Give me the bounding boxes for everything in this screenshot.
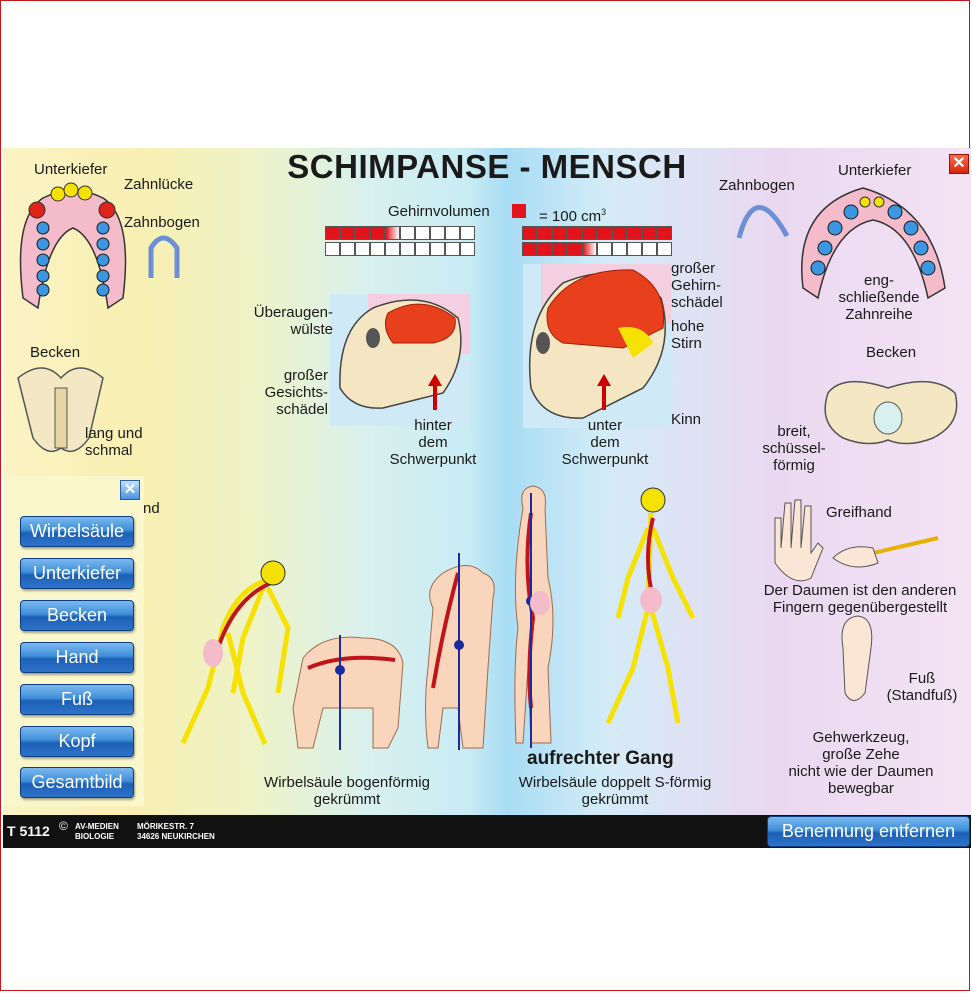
- menu-button-hand[interactable]: Hand: [20, 642, 134, 673]
- brain-volume-cell: [340, 226, 355, 240]
- human-pelvis-illustration: [824, 380, 958, 445]
- chimp-hand-fragment: nd: [143, 500, 160, 517]
- brain-volume-cell: [537, 226, 552, 240]
- menu-button-kopf[interactable]: Kopf: [20, 726, 134, 757]
- brain-volume-cell: [460, 226, 475, 240]
- brain-volume-cell: [537, 242, 552, 256]
- brain-volume-cell: [325, 242, 340, 256]
- brain-volume-cell: [642, 242, 657, 256]
- human-jaw-illustration: [801, 187, 946, 300]
- menu-button-gesamtbild[interactable]: Gesamtbild: [20, 767, 134, 798]
- brain-volume-cell: [552, 226, 567, 240]
- human-chin-label: Kinn: [671, 411, 702, 428]
- brain-volume-cell: [430, 242, 445, 256]
- brain-volume-cell: [400, 226, 415, 240]
- human-skull-illustration: [523, 264, 671, 428]
- remove-labels-button[interactable]: Benennung entfernen: [767, 816, 970, 847]
- brain-volume-cell: [355, 242, 370, 256]
- brain-volume-cell: [415, 242, 430, 256]
- chimp-pelvis-title: Becken: [30, 344, 81, 361]
- brain-volume-cell: [657, 242, 672, 256]
- brain-volume-cell: [430, 226, 445, 240]
- chimp-jaw-title: Unterkiefer: [34, 161, 108, 178]
- human-jaw-title: Unterkiefer: [838, 162, 912, 179]
- chimp-jaw-gap: Zahnlücke: [124, 176, 194, 193]
- human-arch-symbol: [736, 205, 790, 239]
- menu-button-becken[interactable]: Becken: [20, 600, 134, 631]
- close-x-icon[interactable]: ✕: [120, 480, 140, 500]
- brain-volume-cell: [415, 226, 430, 240]
- illustrations: [17, 182, 958, 750]
- brain-volume-cell: [522, 226, 537, 240]
- brain-volume-cell: [582, 226, 597, 240]
- brain-volume-cell: [355, 226, 370, 240]
- brain-volume-cell: [370, 226, 385, 240]
- brain-volume-cell: [370, 242, 385, 256]
- menu-button-fuss[interactable]: Fuß: [20, 684, 134, 715]
- brain-volume-cell: [385, 242, 400, 256]
- page-title: SCHIMPANSE - MENSCH: [287, 148, 687, 185]
- brain-volume-cell: [627, 242, 642, 256]
- brain-volume-cell: [582, 242, 597, 256]
- brain-volume-cell: [567, 242, 582, 256]
- human-hand-title: Greifhand: [826, 504, 892, 521]
- menu-button-wirbelsaeule[interactable]: Wirbelsäule: [20, 516, 134, 547]
- brain-volume-cell: [552, 242, 567, 256]
- brain-unit-label: = 100 cm3: [539, 207, 607, 225]
- gait-label: aufrechter Gang: [527, 748, 674, 769]
- brain-volume-cell: [385, 226, 400, 240]
- brain-volume-cell: [612, 226, 627, 240]
- brain-volume-cell: [400, 242, 415, 256]
- brain-volume-cell: [597, 242, 612, 256]
- brain-volume-cell: [642, 226, 657, 240]
- chart-area: SCHIMPANSE - MENSCH ✕ Gehirnvolumen = 10…: [3, 148, 971, 815]
- chimp-jaw-illustration: [19, 182, 127, 310]
- evolution-figures: [180, 485, 696, 750]
- close-x-icon[interactable]: ✕: [949, 154, 969, 174]
- menu-button-unterkiefer[interactable]: Unterkiefer: [20, 558, 134, 589]
- copyright-symbol: ©: [59, 819, 68, 833]
- chimp-pelvis-illustration: [17, 367, 104, 453]
- brain-volume-cell: [612, 242, 627, 256]
- brain-volume-cell: [522, 242, 537, 256]
- chimp-skull-illustration: [330, 294, 470, 426]
- brain-volume-cell: [567, 226, 582, 240]
- topic-menu-panel: ✕ Wirbelsäule Unterkiefer Becken Hand Fu…: [3, 476, 144, 806]
- brain-volume-cell: [445, 226, 460, 240]
- brain-volume-cell: [445, 242, 460, 256]
- brain-unit-swatch: [512, 204, 526, 218]
- brain-volume-label: Gehirnvolumen: [388, 203, 490, 220]
- human-foot-title: Fuß(Standfuß): [886, 670, 958, 704]
- brain-volume-cell: [657, 226, 672, 240]
- human-foot-illustration: [841, 615, 873, 701]
- human-jaw-arch: Zahnbogen: [719, 177, 795, 194]
- chimp-brow-label: Überaugen-wülste: [253, 304, 333, 338]
- brain-volume-cell: [597, 226, 612, 240]
- brain-volume-cell: [627, 226, 642, 240]
- product-code: T 5112: [7, 823, 50, 839]
- human-hand-illustration: [774, 499, 939, 582]
- brain-volume-cell: [460, 242, 475, 256]
- human-pelvis-title: Becken: [866, 344, 917, 361]
- human-pelvis-desc: breit,schüssel-förmig: [762, 423, 826, 474]
- brain-volume-cell: [325, 226, 340, 240]
- brain-volume-cell: [340, 242, 355, 256]
- chimp-arch-symbol: [148, 235, 180, 278]
- chimp-jaw-arch: Zahnbogen: [124, 214, 200, 231]
